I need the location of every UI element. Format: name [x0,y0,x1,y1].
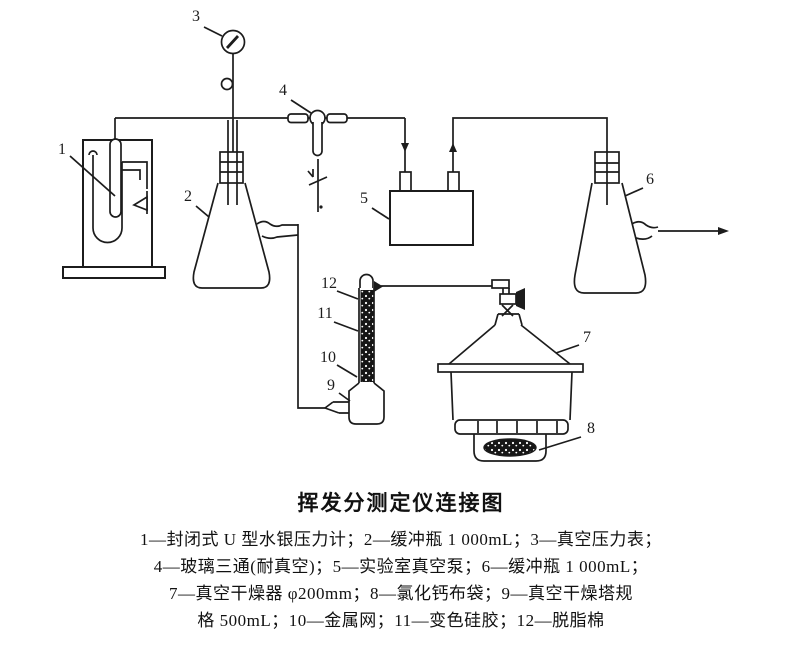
exhaust-arrow-icon [718,227,729,235]
vacuum-desiccator [381,279,584,462]
valve-left-nipple [287,113,309,124]
part-label-3: 3 [192,8,200,25]
manometer-branch-inner [122,169,141,180]
flow-arrow-down-icon [401,143,409,152]
tower-spout-icon [374,281,383,292]
part-label-2: 2 [184,188,192,205]
desiccator-flange [437,363,584,373]
part-label-8: 8 [587,420,595,437]
part-label-9: 9 [327,377,335,394]
manometer-stopcock-icon [132,195,148,212]
part-label-7: 7 [583,329,591,346]
flask6-side-arm-bottom [635,235,653,240]
figure-caption: 挥发分测定仪连接图 1—封闭式 U 型水银压力计；2—缓冲瓶 1 000mL；3… [0,489,802,634]
flask6-body [573,182,647,294]
flask2-inner-tube [227,120,238,205]
tower-cap [359,273,374,288]
gauge-needle [225,35,240,49]
valve-right-nipple [326,113,348,124]
buffer-flask-6 [573,151,729,294]
vacuum-pump [389,171,474,246]
desiccator-elbow [491,279,510,289]
desiccator-knob [494,313,523,326]
legend-line-2: 4—玻璃三通(耐真空)；5—实验室真空泵；6—缓冲瓶 1 000mL； [153,557,649,576]
desiccator-plate [454,419,569,435]
tower-feed-pipe [297,224,325,409]
flask6-side-arm-top [631,220,659,229]
manometer-base [62,266,166,279]
vent-dot [319,205,323,209]
main-pipe [115,117,608,172]
manometer-u-bend [92,227,123,244]
part-labels: 1 2 3 4 5 6 7 8 9 10 11 12 [58,8,654,451]
tower-column [358,288,375,383]
desiccator-bowl [473,434,547,462]
drying-tower [324,273,385,425]
desiccator-stopcock-handle-icon [516,288,525,310]
flask2-side-arm-top [256,220,298,228]
tower-bulb [348,382,385,425]
part-label-11: 11 [317,305,332,322]
gauge-bulb [220,77,234,91]
desiccator-body [450,371,573,421]
tower-side-arm [324,401,349,414]
desiccator-stopcock-barrel [499,293,517,305]
pump-outlet-nipple [447,171,460,192]
legend-line-3: 7—真空干燥器 φ200mm；8—氯化钙布袋；9—真空干燥塔规 [168,584,633,603]
valve-down-tube [312,122,323,157]
down-pipe [297,224,325,409]
tower-desiccant-fill [360,290,374,382]
manometer-closed-u-tube [62,118,166,279]
flow-arrow-up-icon [449,143,457,152]
part-label-4: 4 [279,82,287,99]
part-label-6: 6 [646,171,654,188]
legend-line-1: 1—封闭式 U 型水银压力计；2—缓冲瓶 1 000mL；3—真空压力表； [140,530,662,549]
manometer-sealed-limb [109,138,122,218]
flask2-stopper [219,151,244,184]
flask2-body [192,182,271,289]
vacuum-gauge [220,29,246,152]
part-label-1: 1 [58,141,66,158]
pump-inlet-nipple [399,171,412,192]
legend-line-4: 格 500mL；10—金属网；11—变色硅胶；12—脱脂棉 [197,611,605,630]
figure-title: 挥发分测定仪连接图 [297,491,505,515]
desiccator-valve-stem [502,288,510,294]
desiccator-lid [448,324,571,365]
flask2-stopper-lines [220,161,243,173]
part-label-5: 5 [360,190,368,207]
part-label-12: 12 [321,275,337,292]
figure-legend: 1—封闭式 U 型水银压力计；2—缓冲瓶 1 000mL；3—真空压力表； 4—… [0,526,802,634]
pump-body [389,190,474,246]
three-way-valve [287,109,348,212]
pipe-pump-outlet-run [452,117,608,172]
flask2-side-arm-bottom [261,234,299,240]
manometer-left-limb-cap [88,150,98,156]
part-label-10: 10 [320,349,336,366]
manometer-branch-outer [122,161,148,189]
buffer-flask-2 [192,120,299,289]
calcium-chloride-bag [483,438,537,457]
desiccator-plate-ticks [477,421,558,433]
apparatus-diagram: 1 2 3 4 5 6 7 8 9 10 11 12 [58,8,729,462]
pinch-clamp-icon [307,169,328,186]
